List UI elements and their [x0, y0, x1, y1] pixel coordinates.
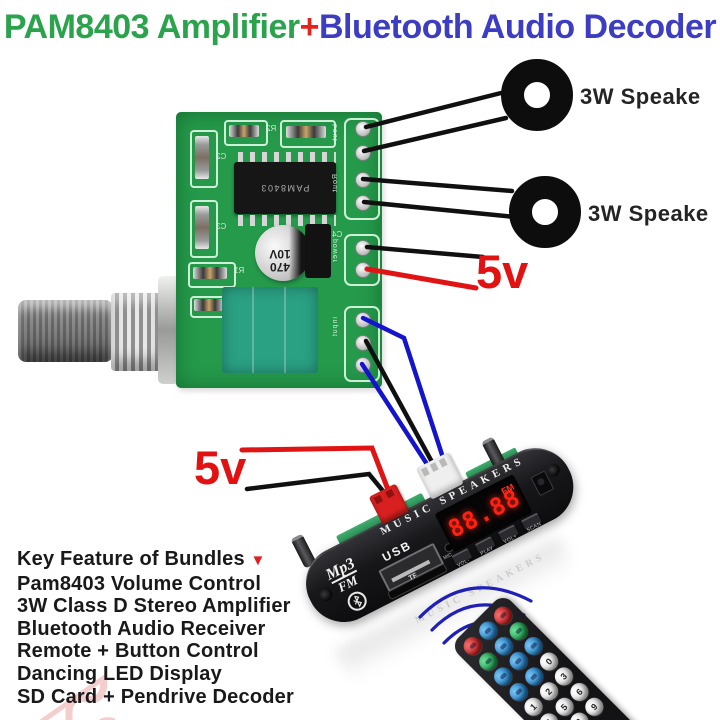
power-wire-black	[364, 244, 486, 260]
pad-label-input: input	[332, 317, 339, 338]
amplifier-board: C2 C3 R2 PAM8403 R1 C1 470 10V	[176, 112, 382, 388]
ic-pins-bottom	[238, 215, 336, 226]
speaker-1	[501, 59, 573, 131]
pad-lout-minus	[355, 121, 371, 137]
cap-outline	[190, 200, 218, 258]
smd-resistor	[193, 267, 227, 279]
speaker1-wire-b	[361, 115, 509, 154]
feature-item: SD Card + Pendrive Decoder	[17, 685, 294, 708]
power-pads-outline	[344, 234, 380, 286]
resistor-outline	[280, 120, 336, 148]
pad-power-plus	[355, 262, 371, 278]
title-decoder: Bluetooth Audio Decoder	[318, 8, 717, 46]
speaker-2	[509, 176, 581, 248]
feature-list: Key Feature of Bundles ▼ Pam8403 Volume …	[17, 548, 294, 708]
speaker1-wire-a	[363, 89, 508, 130]
feature-item: Dancing LED Display	[17, 662, 222, 685]
pad-input-l	[355, 312, 371, 328]
pad-input-g	[355, 335, 371, 351]
pad-lout-plus	[355, 145, 371, 161]
feature-item: Remote + Button Control	[17, 640, 259, 663]
pad-input-r	[355, 357, 371, 373]
speaker-1-label: 3W Speake	[580, 84, 701, 109]
watermark-script	[19, 674, 116, 720]
smd-capacitor	[195, 136, 209, 179]
resistor-outline	[188, 262, 236, 288]
potentiometer-body	[222, 287, 318, 373]
decoder-front-panel: Mp3 FM USB TF MIC MUSIC SPEAKERS 88.88 F…	[293, 435, 587, 635]
pad-rout-plus	[355, 172, 371, 188]
potentiometer-shaft	[18, 300, 113, 362]
silkscreen-ref: C4	[332, 230, 343, 239]
potentiometer-thread	[111, 293, 161, 371]
pad-rout-minus	[355, 195, 371, 211]
cap-outline	[190, 130, 218, 188]
electrolytic-capacitor: 470 10V	[255, 225, 311, 281]
output-filter-component	[305, 224, 331, 278]
red-triangle-icon: ▼	[250, 552, 266, 569]
power-wire-red	[364, 266, 479, 291]
title-plus: +	[299, 8, 320, 46]
power-label-1: 5v	[476, 245, 529, 298]
smd-resistor	[229, 125, 259, 137]
feature-item: Pam8403 Volume Control	[17, 572, 262, 595]
ic-marking: PAM8403	[260, 183, 310, 193]
smd-capacitor	[195, 206, 209, 249]
decoder-board: Mp3 FM USB TF MIC MUSIC SPEAKERS 88.88 F…	[290, 435, 587, 635]
feature-heading: Key Feature of Bundles ▼	[17, 548, 266, 570]
speaker2-wire-a	[360, 176, 515, 194]
resistor-outline	[224, 120, 268, 146]
ic-pins-top	[238, 152, 336, 163]
silkscreen-ref: C2	[216, 152, 227, 161]
power-label-2: 5v	[194, 441, 247, 494]
feature-item: 3W Class D Stereo Amplifier	[17, 595, 291, 618]
bluetooth-icon	[344, 588, 370, 614]
pad-label-lout: Lout	[332, 124, 339, 142]
pad-label-rout: Rout	[332, 174, 339, 193]
decoder-power-red	[239, 445, 395, 503]
title-amplifier: PAM8403 Amplifier	[3, 8, 300, 46]
silkscreen-ref: C3	[216, 222, 227, 231]
pad-label-power: power	[332, 239, 339, 264]
pam8403-ic: PAM8403	[234, 162, 336, 214]
smd-resistor	[286, 126, 326, 138]
capacitor-marking: 470 10V	[269, 247, 291, 274]
silkscreen-ref: R1	[234, 266, 245, 275]
smd-resistor	[194, 299, 224, 311]
speaker-2-label: 3W Speake	[588, 201, 709, 226]
silkscreen-ref: R2	[266, 124, 277, 133]
page-title: PAM8403 Amplifier+Bluetooth Audio Decode…	[0, 8, 720, 47]
potentiometer-flange	[158, 276, 179, 384]
speaker2-wire-b	[361, 199, 518, 220]
pad-power-minus	[355, 240, 371, 256]
feature-item: Bluetooth Audio Receiver	[17, 617, 266, 640]
